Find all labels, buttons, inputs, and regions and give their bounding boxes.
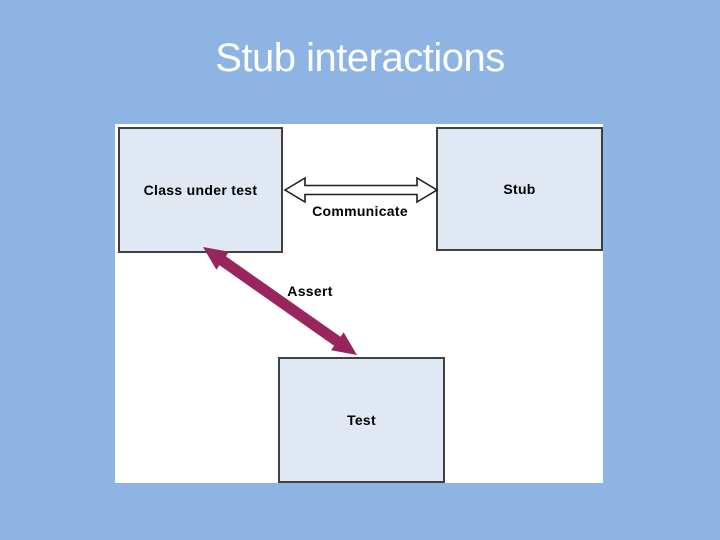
box-stub-label: Stub [503,181,536,197]
diagram-canvas: Class under test Stub Test Communicate A… [115,124,603,483]
slide-title: Stub interactions [215,36,505,80]
box-test-label: Test [347,412,376,428]
communicate-arrow-label: Communicate [312,203,408,219]
assert-arrow [203,247,357,355]
box-test: Test [278,357,445,483]
box-class-under-test: Class under test [118,127,283,253]
communicate-arrow [283,176,439,204]
assert-arrow-label: Assert [287,283,333,299]
box-stub: Stub [436,127,603,251]
box-class-under-test-label: Class under test [143,182,258,198]
